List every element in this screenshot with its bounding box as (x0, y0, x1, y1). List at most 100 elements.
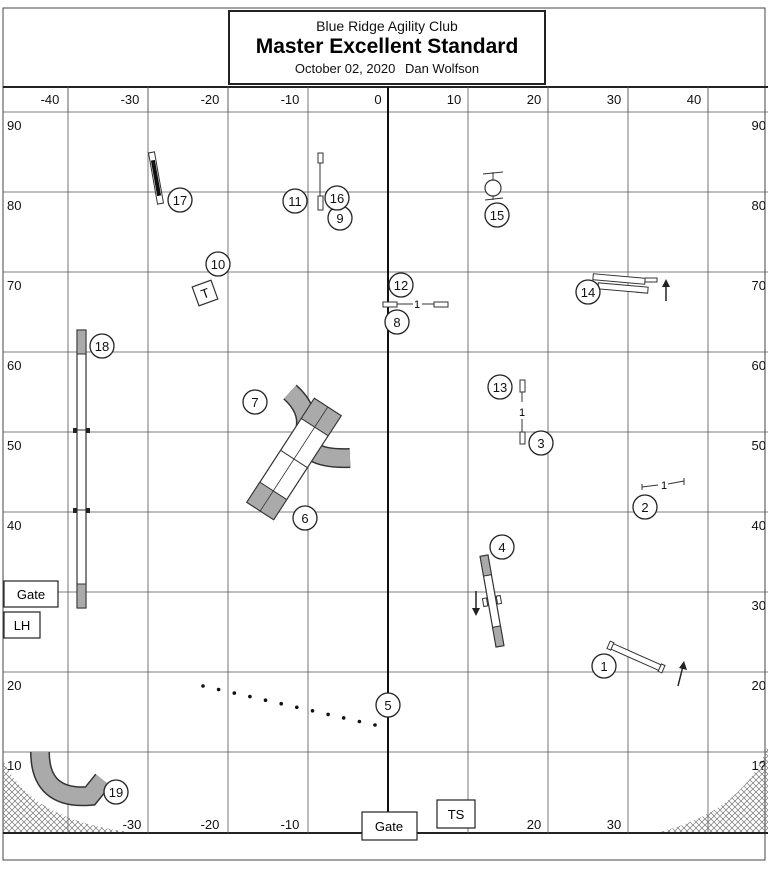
obstacle-number-19: 19 (103, 779, 129, 805)
arrow-icon (472, 608, 480, 616)
double-jump-3-13: 1 (519, 379, 526, 445)
jump-9-11-16 (317, 152, 324, 211)
weave-pole (279, 701, 284, 706)
x-tick-label: 30 (607, 92, 621, 107)
y-tick-label: 50 (752, 438, 766, 453)
obstacle-number-8: 8 (384, 309, 410, 335)
course-subtitle: October 02, 2020 Dan Wolfson (230, 61, 544, 76)
gate-left-box (3, 580, 59, 608)
obstacle-number-13: 13 (487, 374, 513, 400)
x-tick-label: -30 (123, 817, 142, 832)
obstacle-number-label: 17 (173, 193, 187, 208)
y-tick-label: 30 (752, 598, 766, 613)
course-date: October 02, 2020 (294, 61, 396, 76)
x-tick-label: 40 (687, 92, 701, 107)
club-name: Blue Ridge Agility Club (316, 18, 458, 34)
judge-name: Dan Wolfson (404, 61, 480, 76)
obstacle-number-15: 15 (484, 202, 510, 228)
obstacle-number-3: 3 (528, 430, 554, 456)
y-tick-label: 40 (7, 518, 21, 533)
gate-bottom-box (361, 811, 418, 841)
arrow-icon (662, 279, 670, 287)
obstacle-number-16: 16 (324, 185, 350, 211)
x-tick-label: 30 (607, 817, 621, 832)
obstacle-number-7: 7 (242, 389, 268, 415)
obstacle-number-17: 17 (167, 187, 193, 213)
y-tick-label: 40 (752, 518, 766, 533)
spread-marker: 1 (661, 480, 667, 492)
x-tick-label: 20 (527, 92, 541, 107)
obstacle-number-label: 2 (641, 500, 648, 515)
hatched-corner-left (3, 760, 130, 832)
obstacle-number-label: 13 (493, 380, 507, 395)
y-tick-label: 60 (752, 358, 766, 373)
obstacle-number-label: 15 (490, 208, 504, 223)
obstacle-number-label: 10 (211, 257, 225, 272)
y-tick-label: 70 (7, 278, 21, 293)
y-tick-label: 70 (752, 278, 766, 293)
obstacle-number-12: 12 (388, 272, 414, 298)
weave-pole (216, 687, 221, 692)
table-obstacle: T (191, 279, 219, 307)
gate-left-label: Gate (17, 587, 45, 602)
tunnel-19 (31, 751, 110, 805)
x-tick-label: 20 (527, 817, 541, 832)
weave-pole (295, 705, 299, 710)
ts-label: TS (448, 807, 465, 822)
jump-14 (592, 273, 658, 294)
y-tick-label: 10 (7, 758, 21, 773)
y-tick-label: 60 (7, 358, 21, 373)
obstacle-number-label: 8 (393, 315, 400, 330)
weave-pole (263, 698, 268, 702)
obstacle-number-14: 14 (575, 279, 601, 305)
obstacle-number-label: 16 (330, 191, 344, 206)
x-tick-label: -10 (281, 92, 300, 107)
obstacle-number-2: 2 (632, 494, 658, 520)
x-tick-label: -40 (41, 92, 60, 107)
right-axis-labels: 90 80 70 60 50 40 30 20 1? (752, 118, 766, 773)
grid (3, 87, 768, 833)
x-tick-label: 10 (447, 92, 461, 107)
obstacle-number-label: 4 (498, 540, 505, 555)
weave-pole (310, 709, 315, 713)
double-jump-8-12: 1 (382, 299, 449, 311)
hatched-corner-right (660, 745, 768, 832)
obstacle-number-5: 5 (375, 692, 401, 718)
obstacle-number-label: 3 (537, 436, 544, 451)
a-frame (245, 397, 343, 521)
obstacle-number-label: 18 (95, 339, 109, 354)
y-tick-label: 90 (7, 118, 21, 133)
bottom-axis-labels: -30 -20 -10 20 30 (123, 817, 622, 832)
left-axis-labels: 90 80 70 60 50 40 20 10 (7, 118, 21, 773)
obstacle-number-10: 10 (205, 251, 231, 277)
y-tick-label: 80 (7, 198, 21, 213)
obstacle-number-label: 7 (251, 395, 258, 410)
x-tick-label: 0 (374, 92, 381, 107)
jump-2: 1 (641, 478, 685, 492)
weave-pole (232, 691, 237, 695)
weave-pole (326, 712, 330, 717)
course-header: Blue Ridge Agility Club Master Excellent… (228, 10, 546, 85)
obstacle-number-18: 18 (89, 333, 115, 359)
weave-poles (201, 684, 377, 727)
obstacle-number-label: 5 (384, 698, 391, 713)
y-tick-label: 20 (752, 678, 766, 693)
obstacle-number-label: 1 (600, 659, 607, 674)
spread-marker: 1 (414, 299, 420, 311)
x-tick-label: -10 (281, 817, 300, 832)
obstacle-number-label: 19 (109, 785, 123, 800)
y-tick-label: 80 (752, 198, 766, 213)
obstacle-number-11: 11 (282, 188, 308, 214)
gate-bottom-label: Gate (375, 819, 403, 834)
spread-marker: 1 (519, 407, 525, 419)
obstacle-number-label: 9 (336, 211, 343, 226)
lh-box (3, 611, 41, 639)
jump-1-direction (677, 665, 684, 687)
y-tick-label: 50 (7, 438, 21, 453)
weave-pole (248, 694, 252, 699)
jump-1 (606, 640, 666, 674)
x-tick-label: -30 (121, 92, 140, 107)
tire-15 (482, 171, 504, 201)
course-title: Master Excellent Standard (255, 35, 519, 58)
